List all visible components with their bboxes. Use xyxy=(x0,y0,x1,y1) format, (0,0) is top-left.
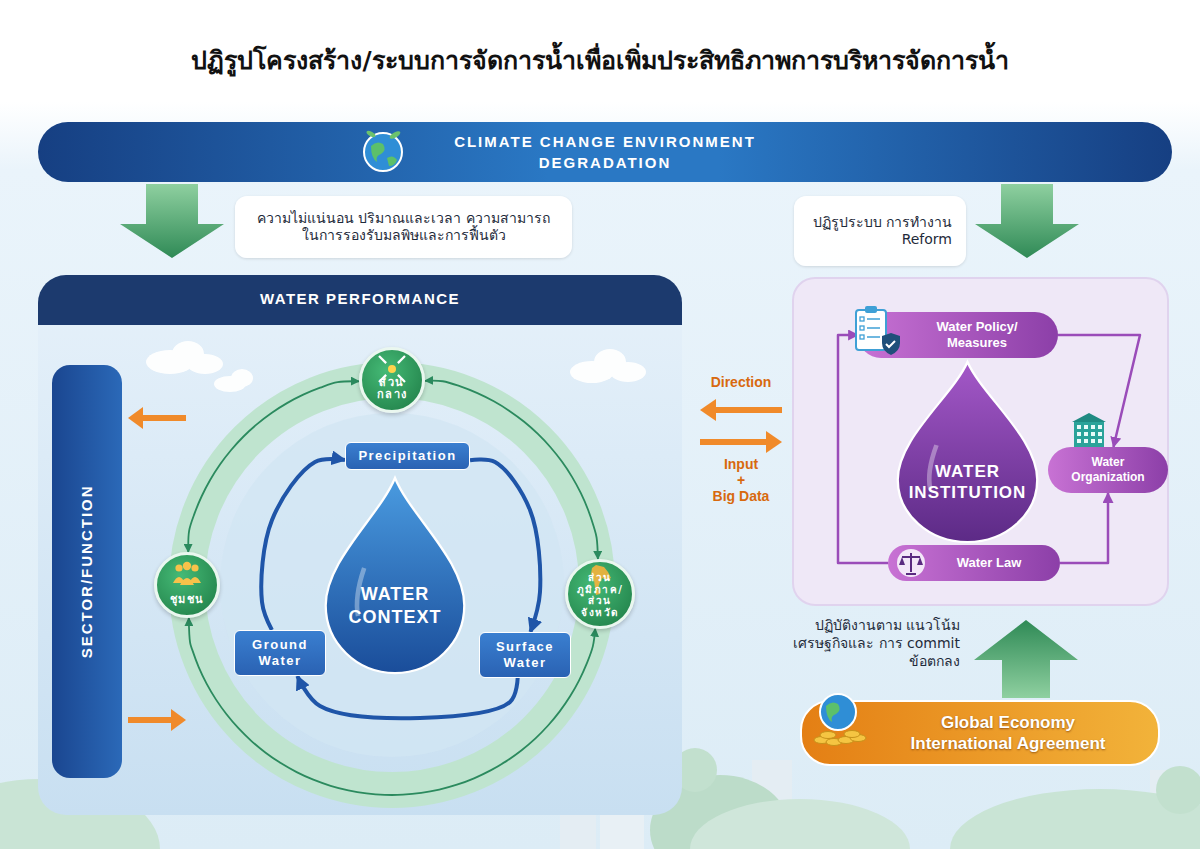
label-text: Input xyxy=(698,456,784,472)
label-text: ปฏิบัติงานตาม แนวโน้มเศรษฐกิจและ การ com… xyxy=(788,616,960,671)
node-text: Water Organization xyxy=(1060,455,1156,485)
drop-shape xyxy=(318,478,472,673)
node-text: ปฏิรูประบบ การทำงาน Reform xyxy=(812,214,952,249)
node-text: WATER CONTEXT xyxy=(340,583,450,628)
connector xyxy=(1060,493,1108,563)
agreement-box: Global Economy International Agreement xyxy=(800,700,1160,766)
connector xyxy=(297,676,517,718)
node-text: WATER INSTITUTION xyxy=(898,461,1038,504)
block-arrow xyxy=(974,620,1078,698)
ring-band xyxy=(187,380,597,790)
sector-bar: SECTOR/FUNCTION xyxy=(52,365,122,778)
connector xyxy=(189,618,595,795)
node-text: SECTOR/FUNCTION xyxy=(78,485,97,659)
label-text: + xyxy=(698,472,784,488)
policy-pill: Water Policy/ Measures xyxy=(858,312,1058,358)
institution-panel xyxy=(793,278,1168,605)
connector xyxy=(1058,335,1140,447)
node-text: Ground Water xyxy=(245,637,315,670)
climate-band: CLIMATE CHANGE ENVIRONMENT DEGRADATION xyxy=(38,122,1172,182)
law-pill: Water Law xyxy=(888,545,1060,581)
performance-panel-shape xyxy=(38,275,682,815)
level-circle: ชุมชน xyxy=(154,552,220,618)
connector xyxy=(470,459,540,632)
scale-icon xyxy=(896,548,926,578)
globe-backdrop xyxy=(220,413,564,757)
node-text: ส่วนกลาง xyxy=(365,377,419,402)
process-box: Ground Water xyxy=(234,630,326,676)
node-text: Global Economy International Agreement xyxy=(896,712,1121,755)
orange-arrows xyxy=(128,399,782,731)
node-text: Surface Water xyxy=(490,639,560,672)
node-text: ส่วนภูมิภาค/ส่วนจังหวัด xyxy=(571,572,629,618)
people-icon xyxy=(171,559,203,589)
clipboard-icon xyxy=(854,306,900,362)
globe-coins-icon xyxy=(808,686,872,750)
block-arrow xyxy=(975,184,1079,258)
organization-pill: Water Organization xyxy=(1048,447,1168,493)
performance-panel: WATER PERFORMANCE SECTOR/FUNCTION ส่วนกลาง… xyxy=(38,275,682,815)
level-circle: ส่วนกลาง xyxy=(359,347,425,413)
institution-drop: WATER INSTITUTION xyxy=(890,362,1045,542)
node-text: CLIMATE CHANGE ENVIRONMENT DEGRADATION xyxy=(453,131,758,173)
connector xyxy=(261,459,345,630)
block-arrow xyxy=(120,184,224,258)
node-text: Water Policy/ Measures xyxy=(922,319,1032,352)
title: ปฏิรูปโครงสร้าง/ระบบการจัดการน้ำเพื่อเพิ… xyxy=(0,40,1200,80)
node-text: WATER PERFORMANCE xyxy=(260,290,460,309)
globe-icon xyxy=(361,130,405,174)
level-circle: ส่วนภูมิภาค/ส่วนจังหวัด xyxy=(565,559,635,629)
water-drop: WATER CONTEXT xyxy=(318,478,472,673)
process-box: Surface Water xyxy=(479,632,571,678)
node-text: ชุมชน xyxy=(170,594,205,607)
process-box: Precipitation xyxy=(345,442,470,470)
connector xyxy=(188,381,359,552)
building-icon xyxy=(1070,411,1108,447)
node-text: ความไม่แน่นอน ปริมาณและเวลา ความสามารถใน… xyxy=(249,210,558,245)
node-text: Precipitation xyxy=(358,448,456,464)
callout-box: ปฏิรูประบบ การทำงาน Reform xyxy=(794,196,966,266)
node-text: Water Law xyxy=(957,555,1022,571)
callout-box: ความไม่แน่นอน ปริมาณและเวลา ความสามารถใน… xyxy=(235,196,572,258)
label-text: Direction xyxy=(698,374,784,390)
connector xyxy=(838,335,888,563)
label-text: Big Data xyxy=(698,488,784,504)
drop-shape xyxy=(890,362,1045,542)
